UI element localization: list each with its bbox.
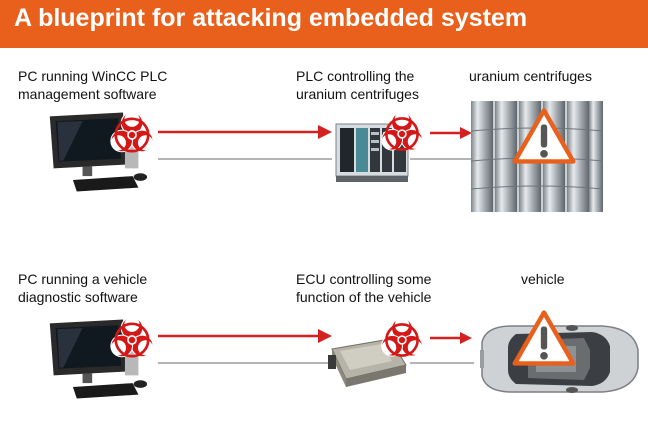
row2-target-label: vehicle	[521, 271, 565, 287]
attack-arrow-head	[460, 127, 472, 139]
row2-target-connection	[410, 332, 474, 364]
row1-target-connection	[410, 127, 474, 160]
attack-arrow-head	[460, 332, 472, 344]
title-bar: A blueprint for attacking embedded syste…	[0, 0, 648, 48]
warning-triangle-icon	[512, 310, 576, 366]
warning-triangle-icon	[512, 108, 576, 164]
row2-connection	[158, 329, 332, 364]
attack-arrow-head	[318, 329, 332, 343]
page-title: A blueprint for attacking embedded syste…	[14, 4, 528, 32]
row1-target-label: uranium centrifuges	[469, 68, 592, 84]
attack-arrow-head	[318, 125, 332, 139]
row1-connection	[158, 125, 332, 160]
